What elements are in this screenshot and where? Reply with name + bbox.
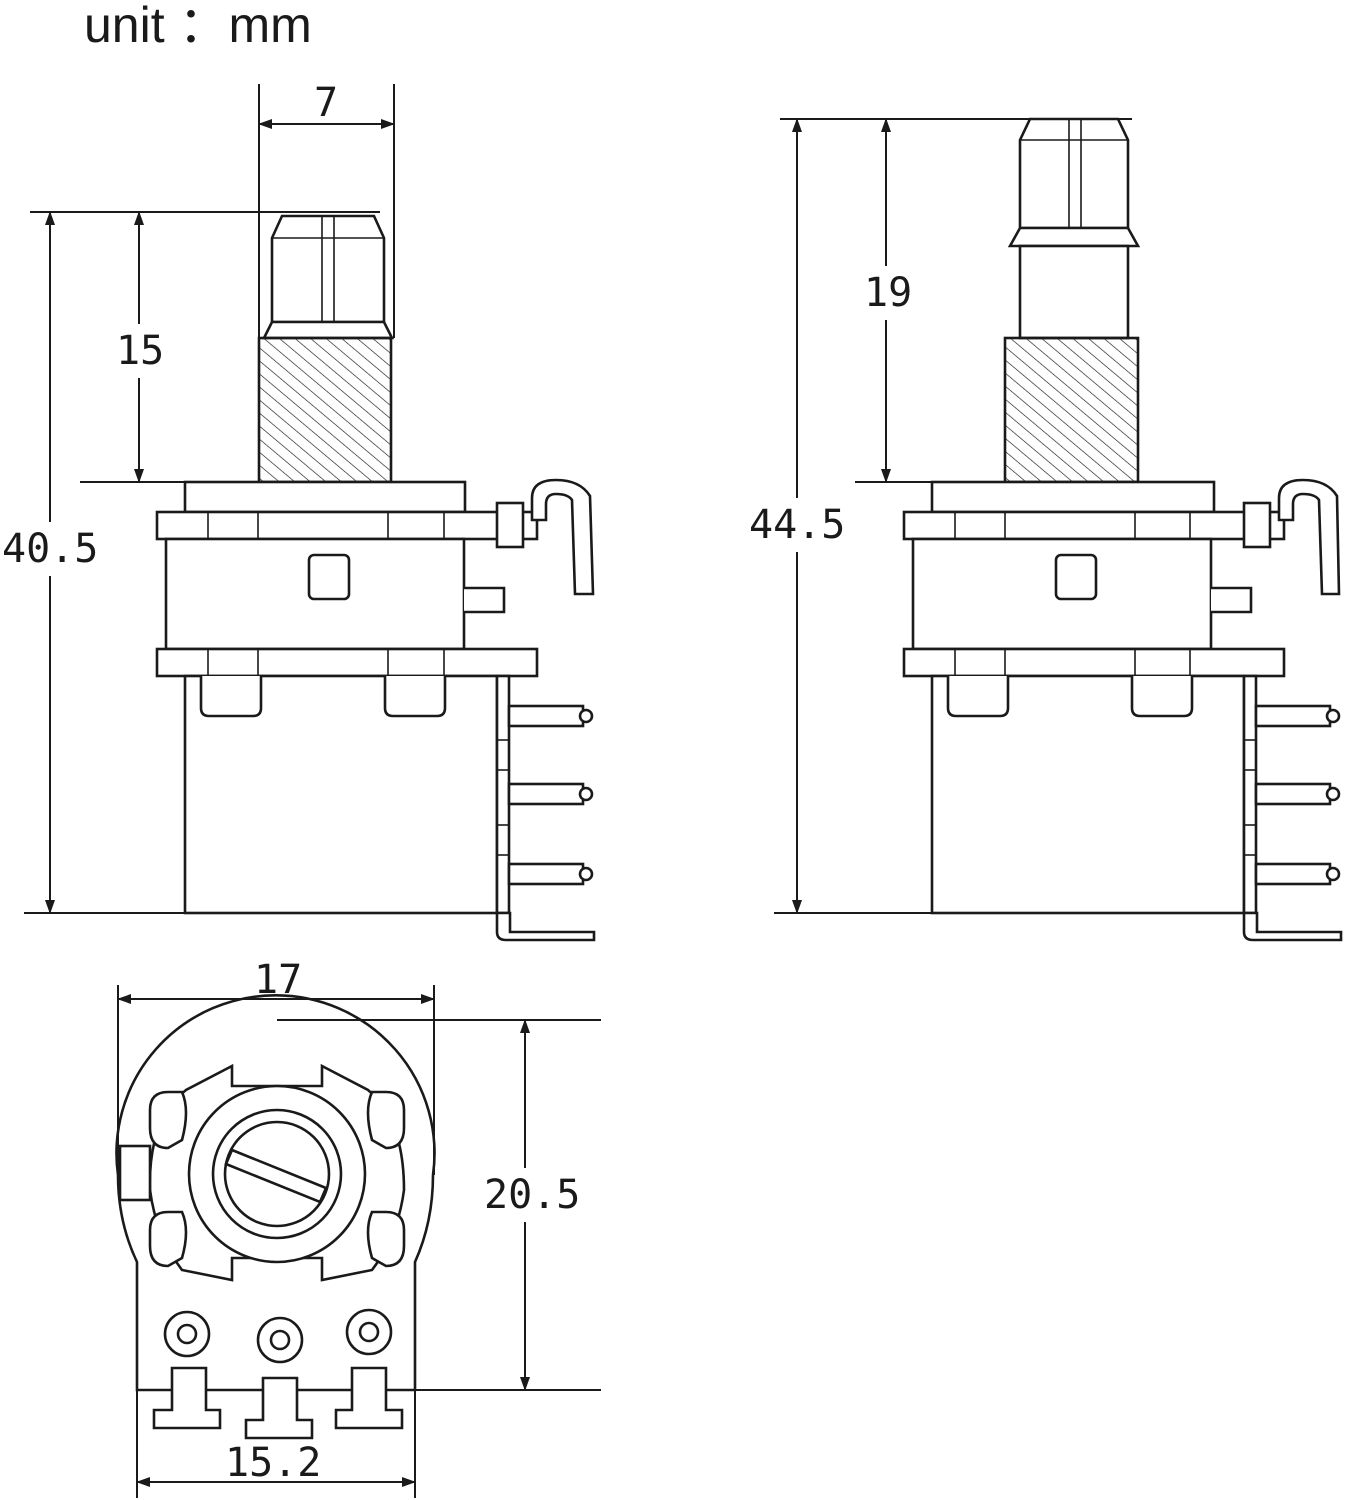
dim-side-shaft-height-label: 19	[864, 270, 912, 316]
dim-side-total-height: 44.5	[747, 118, 934, 914]
dim-bottom-height-label: 20.5	[484, 1172, 580, 1218]
front-shaft-knob	[261, 214, 395, 340]
dim-front-total-height-label: 40.5	[2, 526, 98, 572]
side-threaded-bushing	[1003, 336, 1140, 484]
bottom-body	[115, 994, 436, 1440]
dim-front-shaft-width-label: 7	[314, 80, 338, 126]
dim-bottom-width-label: 17	[254, 957, 302, 1003]
front-view: 7 15 40.5	[0, 80, 596, 942]
dim-front-shaft-height-label: 15	[116, 328, 164, 374]
side-view: 19 44.5	[747, 117, 1343, 942]
dim-side-shaft-height: 19	[780, 118, 1132, 483]
front-body	[155, 478, 596, 942]
side-shaft-knob	[1007, 117, 1141, 340]
unit-label: unit ：mm	[84, 0, 312, 53]
bottom-view: 17 20.5 15.2	[115, 957, 601, 1498]
dim-front-total-height: 40.5	[0, 211, 187, 914]
dim-bottom-width: 17	[117, 957, 435, 1175]
front-threaded-bushing	[257, 336, 393, 484]
dim-front-shaft-height: 15	[30, 211, 380, 483]
dim-bottom-height: 20.5	[277, 1019, 601, 1391]
side-body	[902, 478, 1343, 942]
dim-side-total-height-label: 44.5	[749, 502, 845, 548]
dim-bottom-pin-span: 15.2	[136, 1390, 416, 1498]
dim-bottom-pin-span-label: 15.2	[225, 1440, 321, 1486]
